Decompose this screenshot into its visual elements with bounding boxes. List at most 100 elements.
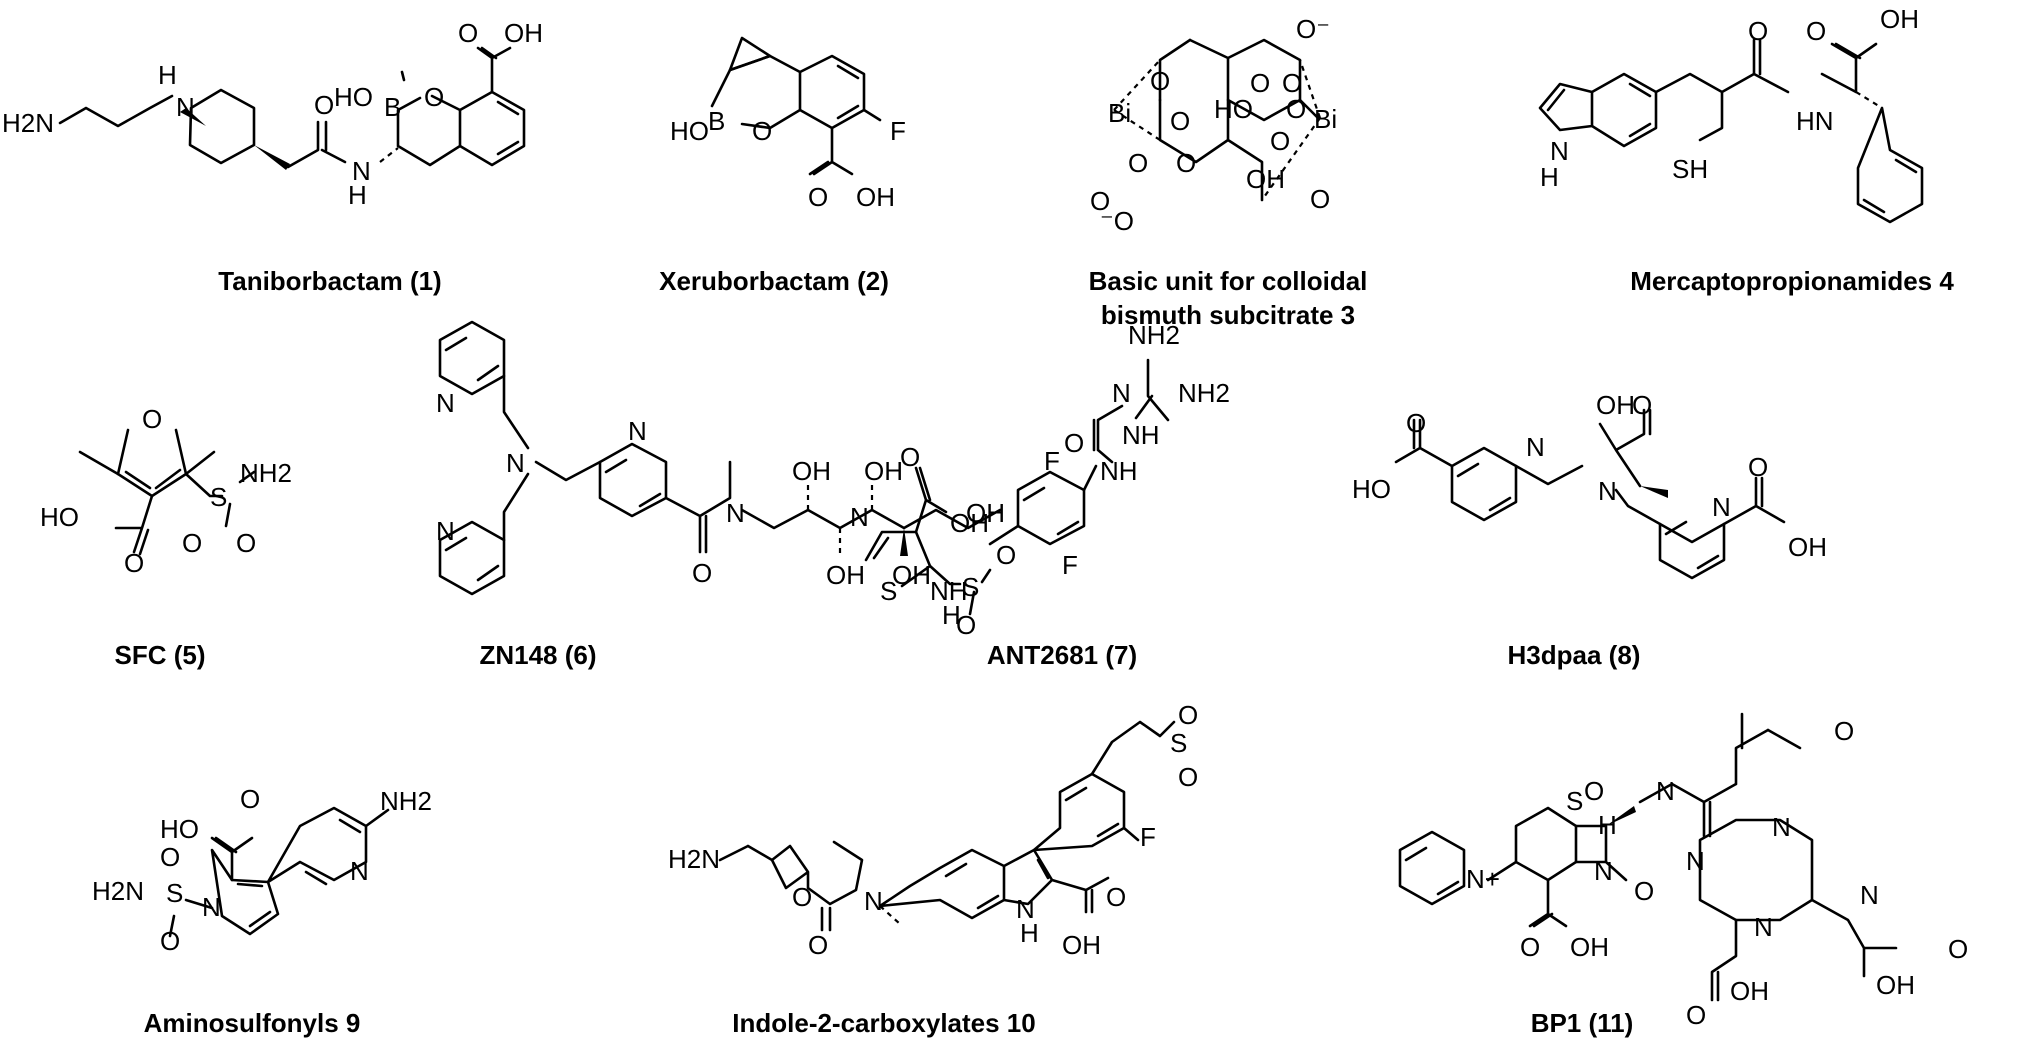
phenyl-ring-bond bbox=[1856, 106, 1924, 224]
indole-carboxylate-structure: O S O H2N F N O N H O O OH Indole-2-carb… bbox=[668, 700, 1198, 1038]
caption-indole-2-carboxylates: Indole-2-carboxylates 10 bbox=[732, 1008, 1035, 1038]
atom-label: NH2 bbox=[1128, 320, 1180, 350]
atom-label: NH2 bbox=[380, 786, 432, 816]
atom-label: O bbox=[996, 540, 1016, 570]
atom-label: SH bbox=[1672, 154, 1708, 184]
atom-label: O bbox=[1520, 932, 1540, 962]
atom-label: NH2 bbox=[240, 458, 292, 488]
atom-label: N bbox=[1860, 880, 1879, 910]
bismuth-coordination-dash bbox=[1113, 59, 1322, 201]
atom-label: O bbox=[1748, 16, 1768, 46]
caption-xeruborbactam: Xeruborbactam (2) bbox=[659, 266, 889, 296]
amide-carbonyl-bond bbox=[286, 120, 347, 169]
cyclopropane-ring-bond bbox=[728, 36, 772, 72]
atom-label: O bbox=[124, 548, 144, 578]
atom-label: OH bbox=[856, 182, 895, 212]
atom-label: O bbox=[1178, 762, 1198, 792]
caption-bp1: BP1 (11) bbox=[1531, 1008, 1634, 1038]
atom-label: H bbox=[1540, 162, 1559, 192]
atom-label: O bbox=[424, 82, 444, 112]
atom-label: H2N bbox=[92, 876, 144, 906]
atom-label: O bbox=[1128, 148, 1148, 178]
atom-label: HN bbox=[1796, 106, 1834, 136]
aryl-ring-bond bbox=[1032, 772, 1126, 852]
atom-label: HO bbox=[670, 116, 709, 146]
atom-label: F bbox=[1044, 446, 1060, 476]
dihydrothiazine-ring-bond bbox=[1486, 806, 1578, 882]
amine-bond bbox=[1514, 464, 1662, 526]
atom-label: N bbox=[628, 416, 647, 446]
ethylenediamine-chain-bond bbox=[58, 94, 174, 128]
atom-label: NH2 bbox=[1178, 378, 1230, 408]
atom-label: O bbox=[1406, 408, 1426, 438]
caption-sfc: SFC (5) bbox=[115, 640, 206, 670]
furan-ring-bond bbox=[116, 428, 188, 498]
atom-label: S bbox=[210, 482, 227, 512]
atom-label: N bbox=[726, 498, 745, 528]
atom-label: OH bbox=[1062, 930, 1101, 960]
atom-label: OH bbox=[1246, 164, 1285, 194]
atom-label: N bbox=[506, 448, 525, 478]
atom-label: B bbox=[384, 92, 401, 122]
citrate-cage-side-bond bbox=[1158, 38, 1320, 120]
atom-label: Bi bbox=[1314, 104, 1337, 134]
glucamine-chain-bond bbox=[664, 460, 1002, 554]
atom-label: O bbox=[160, 842, 180, 872]
caption-zn148: ZN148 (6) bbox=[479, 640, 596, 670]
atom-label: S bbox=[166, 878, 183, 908]
pyridine-ring-bond bbox=[438, 520, 506, 596]
side-chain-bond bbox=[1638, 712, 1802, 838]
caption-taniborbactam: Taniborbactam (1) bbox=[218, 266, 441, 296]
guanidine-bond bbox=[1134, 358, 1170, 422]
atom-label: HO bbox=[1214, 94, 1253, 124]
atom-label: OH bbox=[504, 18, 543, 48]
phenyl-substituent-bond bbox=[988, 464, 1098, 546]
alanine-methyl-wedge bbox=[1640, 486, 1668, 498]
atom-label: O bbox=[1176, 148, 1196, 178]
atom-label: O bbox=[1090, 186, 1110, 216]
indole-benzene-ring-bond bbox=[878, 848, 1006, 920]
atom-label: H bbox=[158, 60, 177, 90]
atom-label: O bbox=[240, 784, 260, 814]
atom-label: H2N bbox=[668, 844, 720, 874]
atom-label: OH bbox=[1570, 932, 1609, 962]
citrate-cage-top-bond bbox=[1188, 38, 1302, 122]
atom-label: H2N bbox=[2, 108, 54, 138]
atom-label: OH bbox=[966, 498, 1005, 528]
atom-label: H bbox=[1020, 918, 1039, 948]
oxazolidinone-carbonyl-bond bbox=[820, 906, 832, 932]
carboxylic-acid-bond bbox=[808, 126, 854, 176]
atom-label: N bbox=[1656, 776, 1675, 806]
xeruborbactam-structure: HO B O F O OH Xeruborbactam (2) bbox=[659, 36, 906, 296]
atom-label: O bbox=[1064, 428, 1084, 458]
ant2681-structure: NH2 NH2 N NH O NH F F O OH N S NH S O O … bbox=[850, 320, 1230, 670]
atom-label: N bbox=[352, 156, 371, 186]
atom-label: HO bbox=[334, 82, 373, 112]
taniborbactam-structure: H2N H N HO B O O OH O H N Taniborbactam … bbox=[2, 18, 543, 296]
atom-label: N bbox=[1772, 812, 1791, 842]
atom-label: O bbox=[752, 116, 772, 146]
atom-label: O bbox=[1584, 776, 1604, 806]
alanine-arm-bond bbox=[1598, 408, 1652, 488]
atom-label: O bbox=[1106, 882, 1126, 912]
atom-label: OH bbox=[892, 560, 931, 590]
atom-label: N+ bbox=[1466, 864, 1500, 894]
atom-label: N bbox=[1016, 894, 1035, 924]
sulfonyl-bond bbox=[928, 564, 992, 616]
atom-label: N bbox=[1550, 136, 1569, 166]
fluoro-bond bbox=[862, 108, 882, 122]
atom-label: N bbox=[202, 892, 221, 922]
difluorophenyl-ring-bond bbox=[1016, 470, 1086, 546]
caption-bismuth-line2: bismuth subcitrate 3 bbox=[1101, 300, 1355, 330]
atom-label: NH bbox=[1100, 456, 1138, 486]
atom-label: N bbox=[1112, 378, 1131, 408]
amide-n-stereo-dash bbox=[379, 147, 399, 163]
atom-label: O bbox=[1282, 68, 1302, 98]
atom-label: N bbox=[864, 886, 883, 916]
carboxylic-acid-bond bbox=[1394, 418, 1786, 526]
atom-label: O bbox=[1748, 452, 1768, 482]
nicotinamide-ring-bond bbox=[598, 442, 668, 518]
atom-label: O bbox=[808, 182, 828, 212]
caption-mercaptopropionamides: Mercaptopropionamides 4 bbox=[1630, 266, 1954, 296]
